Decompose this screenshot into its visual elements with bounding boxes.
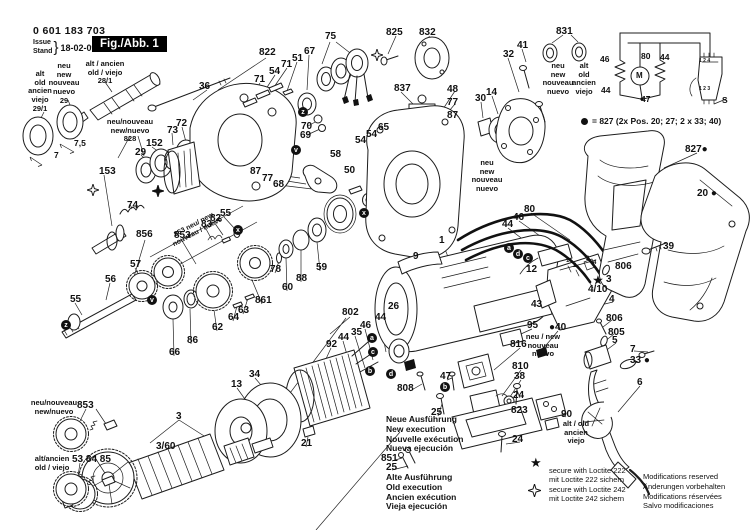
bullet-note-text: = 827 (2x Pos. 20; 27; 2 x 33; 40): [592, 116, 722, 126]
spindle-shaft: [76, 72, 161, 124]
figure-label: Fig./Abb. 1: [92, 36, 167, 52]
armature: [61, 433, 274, 512]
gear-train: [61, 217, 327, 339]
loctite-222-line2: mit Loctite 222 sichern: [549, 475, 625, 485]
modifications-note: Modifications reserved Änderungen vorbeh…: [643, 472, 725, 511]
motor-housing: [374, 234, 559, 371]
issue-stand-row: Issue Stand } 18-02-09: [33, 39, 105, 56]
gear-housing: [163, 82, 338, 202]
loctite-242-note: secure with Loctite 242 mit Loctite 242 …: [549, 485, 626, 504]
loctite-242-diamond-icon: [526, 482, 543, 499]
brace: }: [53, 39, 59, 56]
switch: [535, 253, 613, 331]
stand-label: Stand: [33, 47, 53, 55]
document-number: 0 601 183 703: [33, 25, 106, 37]
modifications-line2: Änderungen vorbehalten: [643, 481, 726, 491]
modifications-line1: Modifications reserved: [643, 472, 719, 481]
suppressor: [519, 243, 573, 275]
bullet-icon: [581, 117, 588, 125]
loctite-222-note: secure with Loctite 222 mit Loctite 222 …: [549, 466, 626, 485]
spur-gears: [53, 416, 118, 507]
long-screw: [147, 77, 231, 112]
header: 0 601 183 703 Issue Stand } 18-02-09: [33, 25, 105, 56]
seal-rings: [22, 104, 84, 156]
brush-terminal-area: [398, 353, 567, 469]
issue-label: Issue: [33, 39, 51, 47]
wiring-schematic: [614, 32, 727, 105]
cord-assembly: [581, 264, 655, 496]
housing-shell-right: [640, 162, 750, 322]
bullet-note: = 827 (2x Pos. 20; 27; 2 x 33; 40): [581, 116, 721, 126]
issue-date: 18-02-09: [60, 42, 97, 53]
clutch-discs: [316, 48, 373, 106]
intermediate-shaft: [91, 204, 145, 255]
loctite-242-line1: secure with Loctite 242: [549, 485, 626, 494]
bearing-flange: [380, 36, 450, 80]
modifications-line3: Modifications réservées: [643, 491, 722, 501]
gear-case: [365, 105, 465, 259]
modifications-line4: Salvo modificaciones: [643, 501, 714, 511]
loctite-242-line2: mit Loctite 242 sichern: [549, 494, 625, 504]
loctite-222-line1: secure with Loctite 222: [549, 466, 626, 475]
motor-bearing-parts: [477, 42, 587, 164]
